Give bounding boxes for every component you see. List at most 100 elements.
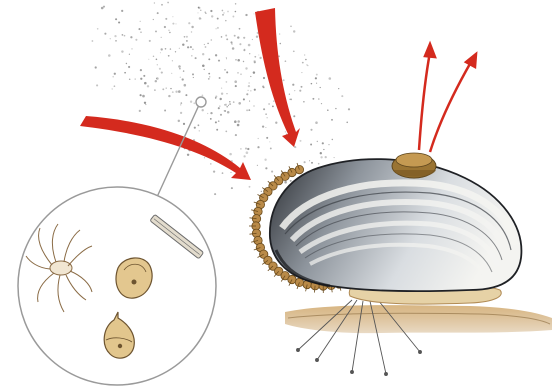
particle-dot: [232, 16, 234, 18]
particle-dot: [243, 49, 245, 51]
particle-dot: [239, 28, 241, 30]
particle-dot: [310, 129, 312, 131]
particle-dot: [246, 109, 248, 111]
particle-dot: [112, 88, 113, 89]
particle-dot: [205, 12, 206, 13]
particle-dot: [220, 114, 222, 116]
particle-dot: [165, 18, 167, 20]
particle-dot: [222, 172, 224, 174]
particle-dot: [222, 10, 224, 12]
particle-dot: [208, 73, 210, 75]
particle-dot: [191, 31, 192, 32]
particle-dot: [182, 78, 184, 80]
particle-dot: [108, 54, 111, 57]
particle-dot: [144, 102, 146, 104]
particle-dot: [121, 50, 123, 52]
particle-dot: [254, 56, 256, 58]
particle-dot: [138, 28, 140, 30]
particle-dot: [237, 120, 240, 123]
particle-dot: [247, 148, 249, 150]
particle-dot: [210, 10, 212, 12]
particle-dot: [295, 146, 297, 148]
particle-dot: [279, 33, 281, 35]
particle-dot: [290, 25, 292, 27]
particle-dot: [180, 102, 182, 104]
particle-dot: [270, 147, 272, 149]
particle-dot: [214, 193, 216, 195]
particle-dot: [204, 157, 205, 158]
particle-dot: [331, 119, 333, 121]
particle-dot: [306, 64, 307, 65]
particle-dot: [191, 26, 193, 28]
particle-dot: [193, 102, 195, 104]
particle-dot: [180, 77, 181, 78]
particle-dot: [231, 43, 232, 44]
particle-dot: [267, 117, 268, 118]
particle-dot: [153, 19, 154, 20]
particle-dot: [321, 103, 322, 104]
particle-dot: [129, 54, 130, 55]
particle-dot: [265, 167, 267, 169]
particle-dot: [249, 101, 250, 102]
particle-dot: [273, 101, 274, 102]
particle-dot: [207, 113, 208, 114]
particle-dot: [115, 18, 117, 20]
particle-dot: [92, 40, 94, 42]
particle-dot: [225, 131, 227, 133]
particle-dot: [258, 138, 259, 139]
particle-dot: [167, 2, 169, 4]
particle-dot: [95, 66, 97, 68]
particle-dot: [280, 43, 282, 45]
particle-dot: [222, 14, 224, 16]
particle-dot: [249, 186, 251, 188]
particle-dot: [164, 26, 166, 28]
particle-dot: [221, 87, 222, 88]
particle-dot: [179, 68, 180, 69]
particle-dot: [170, 88, 171, 89]
particle-dot: [175, 51, 176, 52]
particle-dot: [252, 39, 253, 40]
particle-dot: [215, 28, 216, 29]
particle-dot: [187, 154, 189, 156]
particle-dot: [195, 57, 197, 59]
particle-dot: [199, 17, 201, 19]
particle-dot: [243, 37, 245, 39]
particle-dot: [293, 30, 295, 32]
particle-dot: [230, 172, 231, 173]
particle-dot: [140, 21, 141, 22]
particle-dot: [231, 187, 233, 189]
particle-dot: [338, 88, 339, 89]
particle-dot: [215, 121, 217, 123]
particle-dot: [202, 95, 204, 97]
particle-dot: [312, 98, 314, 100]
particle-dot: [269, 141, 270, 142]
particle-dot: [215, 97, 217, 99]
particle-dot: [204, 44, 205, 45]
particle-dot: [311, 162, 313, 164]
particle-dot: [271, 171, 273, 173]
particle-dot: [131, 48, 132, 49]
particle-dot: [180, 112, 182, 114]
particle-dot: [275, 122, 277, 124]
particle-dot: [124, 35, 126, 37]
particle-dot: [210, 163, 212, 165]
particle-dot: [96, 84, 98, 86]
particle-dot: [305, 59, 307, 61]
particle-dot: [250, 76, 251, 77]
particle-dot: [348, 108, 350, 110]
particle-dot: [229, 101, 231, 103]
particle-dot: [234, 35, 236, 37]
particle-dot: [208, 78, 210, 80]
particle-dot: [104, 33, 106, 35]
particle-dot: [114, 35, 116, 37]
particle-dot: [258, 54, 259, 55]
particle-dot: [226, 93, 227, 94]
particle-dot: [320, 152, 322, 154]
particle-dot: [316, 83, 317, 84]
particle-dot: [228, 105, 229, 106]
particle-dot: [155, 30, 157, 32]
particle-dot: [229, 103, 231, 105]
particle-dot: [246, 93, 248, 95]
particle-dot: [142, 95, 145, 98]
